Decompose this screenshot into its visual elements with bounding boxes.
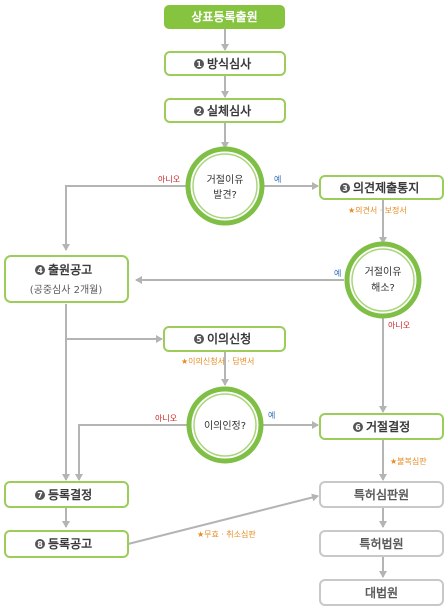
trial-board-node: 특허심판원 — [319, 481, 444, 508]
svg-text:거절이유: 거절이유 — [365, 265, 402, 278]
step-number-badge — [35, 539, 45, 549]
svg-text:3: 3 — [342, 184, 348, 193]
svg-text:거절이유: 거절이유 — [207, 173, 244, 186]
supreme-court-label: 대법원 — [365, 585, 398, 600]
opposition-note: ★이의신청서ㆍ답변서 — [181, 356, 254, 366]
yes-label: 예 — [274, 174, 281, 184]
svg-text:해소?: 해소? — [371, 281, 395, 294]
invalidation-note: ★무효ㆍ취소심판 — [197, 529, 256, 539]
formal-exam-label: 방식심사 — [207, 56, 251, 71]
arrow-accepted-no — [75, 424, 187, 481]
registration-decision-node: 7 등록결정 — [4, 481, 129, 508]
svg-text:8: 8 — [37, 540, 43, 549]
registration-publication-label: 등록공고 — [48, 536, 92, 551]
refusal-decision-label: 거절결정 — [366, 419, 410, 434]
no-label: 아니오 — [388, 320, 410, 330]
edge-labels: 아니오 예 예 아니오 아니오 예 — [155, 174, 410, 423]
refusal-resolved-decision: 거절이유 해소? — [344, 241, 422, 319]
opposition-accepted-decision: 이의인정? — [186, 386, 264, 464]
substantive-exam-label: 실체심사 — [207, 103, 251, 118]
svg-text:발견?: 발견? — [213, 189, 237, 201]
patent-court-node: 특허법원 — [319, 530, 444, 557]
registration-publication-node: 8 등록공고 — [4, 530, 129, 558]
opinion-notice-label: 의견제출통지 — [353, 180, 419, 195]
connectors — [62, 29, 387, 578]
appeal-note: ★불복심판 — [390, 456, 427, 466]
opposition-label: 이의신청 — [207, 331, 251, 346]
supreme-court-node: 대법원 — [319, 579, 444, 606]
publication-node: 4 출원공고 (공중심사 2개월) — [4, 255, 129, 303]
publication-sublabel: (공중심사 2개월) — [30, 284, 103, 296]
opinion-note: ★의견서ㆍ보정서 — [348, 205, 407, 215]
step-number-badge — [35, 490, 45, 500]
start-node: 상표등록출원 — [164, 5, 285, 29]
publication-label: 출원공고 — [48, 262, 92, 277]
patent-court-label: 특허법원 — [359, 536, 403, 551]
refusal-found-decision: 거절이유 발견? — [185, 146, 265, 226]
opposition-node: 5 이의신청 — [163, 326, 286, 352]
arrow-refusal-no — [62, 185, 186, 251]
refusal-decision-node: 6 거절결정 — [319, 413, 444, 440]
svg-text:5: 5 — [196, 335, 202, 344]
start-label: 상표등록출원 — [191, 9, 257, 24]
formal-exam-node: 1 방식심사 — [164, 51, 286, 76]
no-label: 아니오 — [158, 174, 180, 184]
step-number-badge — [194, 106, 204, 116]
step-number-badge — [194, 59, 204, 69]
arrow-invalidation-to-trial — [127, 493, 319, 545]
yes-label: 예 — [334, 268, 341, 278]
svg-text:4: 4 — [37, 266, 43, 275]
step-number-badge — [35, 265, 45, 275]
trial-board-label: 특허심판원 — [354, 487, 409, 502]
step-number-badge — [340, 183, 350, 193]
svg-text:7: 7 — [37, 491, 43, 500]
substantive-exam-node: 2 실체심사 — [164, 98, 286, 123]
step-number-badge — [194, 334, 204, 344]
svg-text:이의인정?: 이의인정? — [204, 420, 246, 432]
svg-text:1: 1 — [196, 60, 202, 69]
yes-label: 예 — [268, 410, 275, 420]
svg-text:2: 2 — [196, 107, 202, 116]
step-number-badge — [353, 422, 363, 432]
no-label: 아니오 — [155, 413, 177, 423]
registration-decision-label: 등록결정 — [48, 487, 92, 502]
opinion-notice-node: 3 의견제출통지 — [319, 175, 444, 200]
svg-text:6: 6 — [355, 423, 361, 432]
